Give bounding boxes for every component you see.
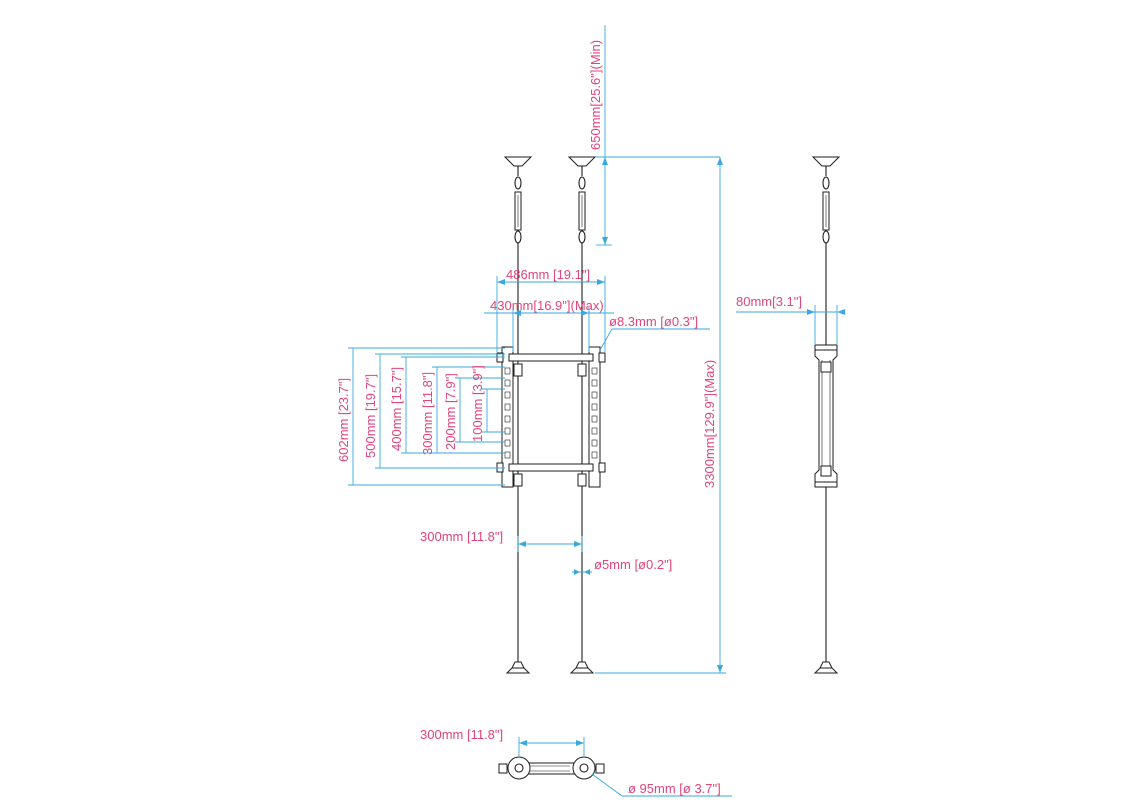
ceiling-plate-right bbox=[567, 156, 597, 176]
label-min-drop: 650mm[25.6"](Min) bbox=[588, 40, 603, 150]
label-base-spacing: 300mm [11.8"] bbox=[420, 727, 503, 742]
label-max-height: 3300mm[129.9"](Max) bbox=[702, 360, 717, 488]
label-602: 602mm [23.7"] bbox=[336, 378, 351, 462]
label-pole-spacing: 300mm [11.8"] bbox=[420, 529, 503, 544]
side-view bbox=[811, 156, 841, 674]
turnbuckle-right bbox=[578, 176, 586, 244]
label-hole-diameter: ø8.3mm [ø0.3"] bbox=[609, 314, 698, 329]
label-500: 500mm [19.7"] bbox=[363, 374, 378, 458]
turnbuckle-left bbox=[514, 176, 522, 244]
mounting-frame bbox=[496, 346, 606, 488]
ceiling-plate-left bbox=[503, 156, 533, 176]
label-frame-width: 486mm [19.1"] bbox=[506, 267, 590, 282]
bottom-view bbox=[498, 756, 605, 780]
label-200: 200mm [7.9"] bbox=[443, 373, 458, 450]
floor-foot-left bbox=[505, 661, 531, 674]
front-view bbox=[496, 156, 606, 674]
dimension-lines bbox=[348, 25, 845, 797]
label-pole-diameter: ø5mm [ø0.2"] bbox=[594, 557, 672, 572]
label-side-depth: 80mm[3.1"] bbox=[736, 294, 802, 309]
label-100: 100mm [3.9"] bbox=[470, 365, 485, 442]
label-max-span: 430mm[16.9"](Max) bbox=[490, 298, 604, 313]
label-400: 400mm [15.7"] bbox=[389, 367, 404, 451]
label-base-diameter: ø 95mm [ø 3.7"] bbox=[628, 781, 721, 796]
floor-foot-right bbox=[569, 661, 595, 674]
label-300-vertical: 300mm [11.8"] bbox=[420, 372, 435, 455]
